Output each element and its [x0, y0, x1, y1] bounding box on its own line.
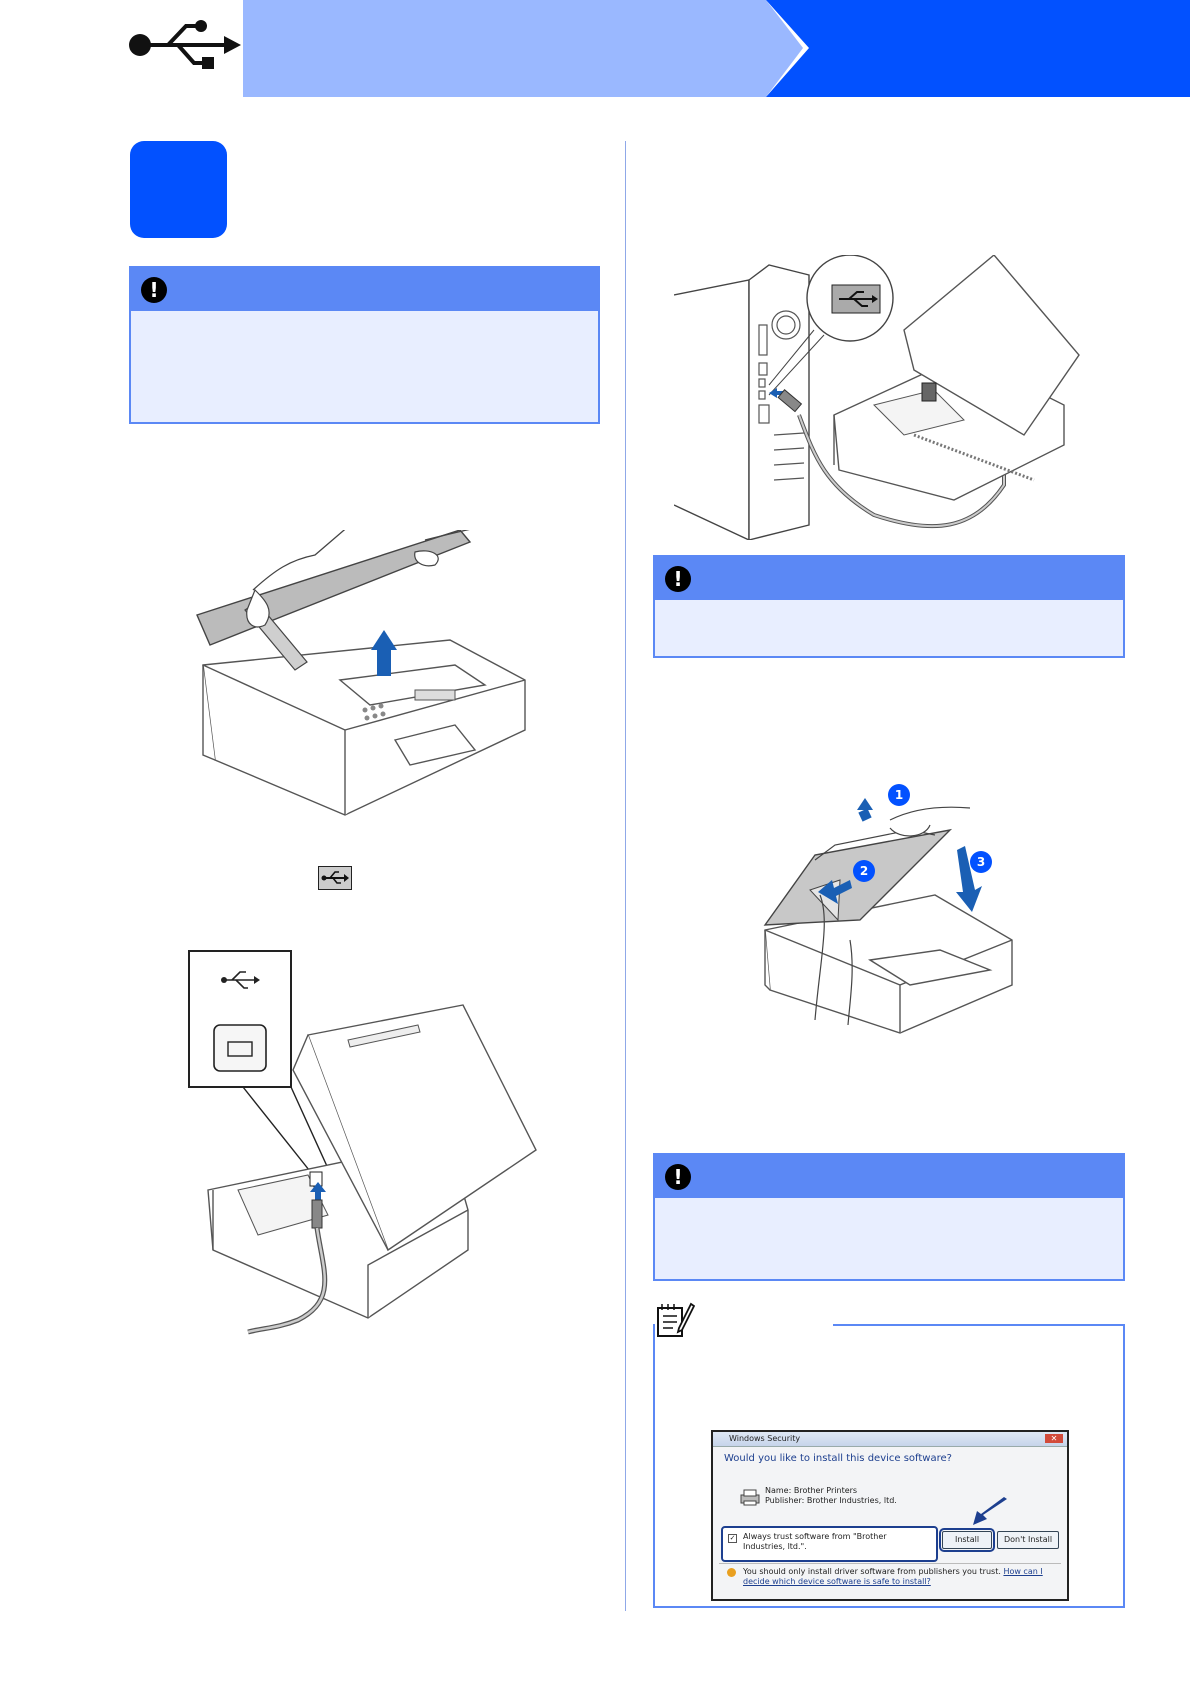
illustration-connect-usb-printer: [188, 950, 537, 1335]
callout-2: 2: [860, 864, 868, 878]
footer-help-link[interactable]: How can I decide which device software i…: [743, 1567, 1043, 1586]
always-trust-label: Always trust software from "Brother Indu…: [743, 1532, 887, 1551]
warning-box-3: !: [653, 1153, 1125, 1281]
exclamation-icon: !: [665, 1164, 691, 1190]
exclamation-icon: !: [665, 566, 691, 592]
dialog-title: Windows Security: [729, 1434, 801, 1443]
footer-text: You should only install driver software …: [743, 1567, 1001, 1576]
install-button[interactable]: Install: [939, 1528, 995, 1552]
note-box: [653, 1324, 1125, 1608]
warning-header: !: [131, 268, 598, 311]
windows-security-dialog: Windows Security ✕ Would you like to ins…: [711, 1430, 1069, 1601]
dialog-title-bar: Windows Security ✕: [713, 1432, 1067, 1447]
arrow-pointer-icon: [973, 1497, 1007, 1525]
warning-box-2: !: [653, 555, 1125, 658]
warning-box-1: !: [129, 266, 600, 424]
step-number-box: [130, 141, 227, 238]
illustration-connect-computer: [674, 255, 1080, 540]
exclamation-icon: !: [141, 277, 167, 303]
dialog-footer: You should only install driver software …: [719, 1563, 1061, 1597]
header-banner-dark: [766, 0, 1190, 97]
device-name: Name: Brother Printers: [765, 1486, 858, 1495]
usb-icon: [129, 20, 241, 69]
header-banner-light: [243, 0, 803, 97]
shield-icon: [727, 1568, 736, 1577]
callout-3: 3: [977, 855, 985, 869]
note-top-line: [833, 1324, 1123, 1326]
note-pencil-icon: [657, 1302, 695, 1337]
printer-icon: [740, 1489, 760, 1506]
dont-install-button[interactable]: Don't Install: [997, 1531, 1059, 1549]
device-publisher: Publisher: Brother Industries, ltd.: [765, 1496, 897, 1505]
always-trust-checkbox[interactable]: ✓ Always trust software from "Brother In…: [721, 1526, 938, 1562]
callout-1: 1: [895, 788, 903, 802]
device-info: Name: Brother Printers Publisher: Brothe…: [765, 1486, 897, 1506]
usb-port-icon: [318, 866, 352, 890]
illustration-lift-scanner-cover: [196, 530, 526, 816]
illustration-close-scanner-cover: 1 2 3: [763, 784, 1013, 1034]
warning-header: !: [655, 557, 1123, 600]
checkbox-icon[interactable]: ✓: [728, 1534, 737, 1543]
column-divider: [625, 141, 626, 1611]
close-icon[interactable]: ✕: [1045, 1434, 1063, 1443]
warning-header: !: [655, 1155, 1123, 1198]
dialog-question: Would you like to install this device so…: [724, 1453, 952, 1464]
